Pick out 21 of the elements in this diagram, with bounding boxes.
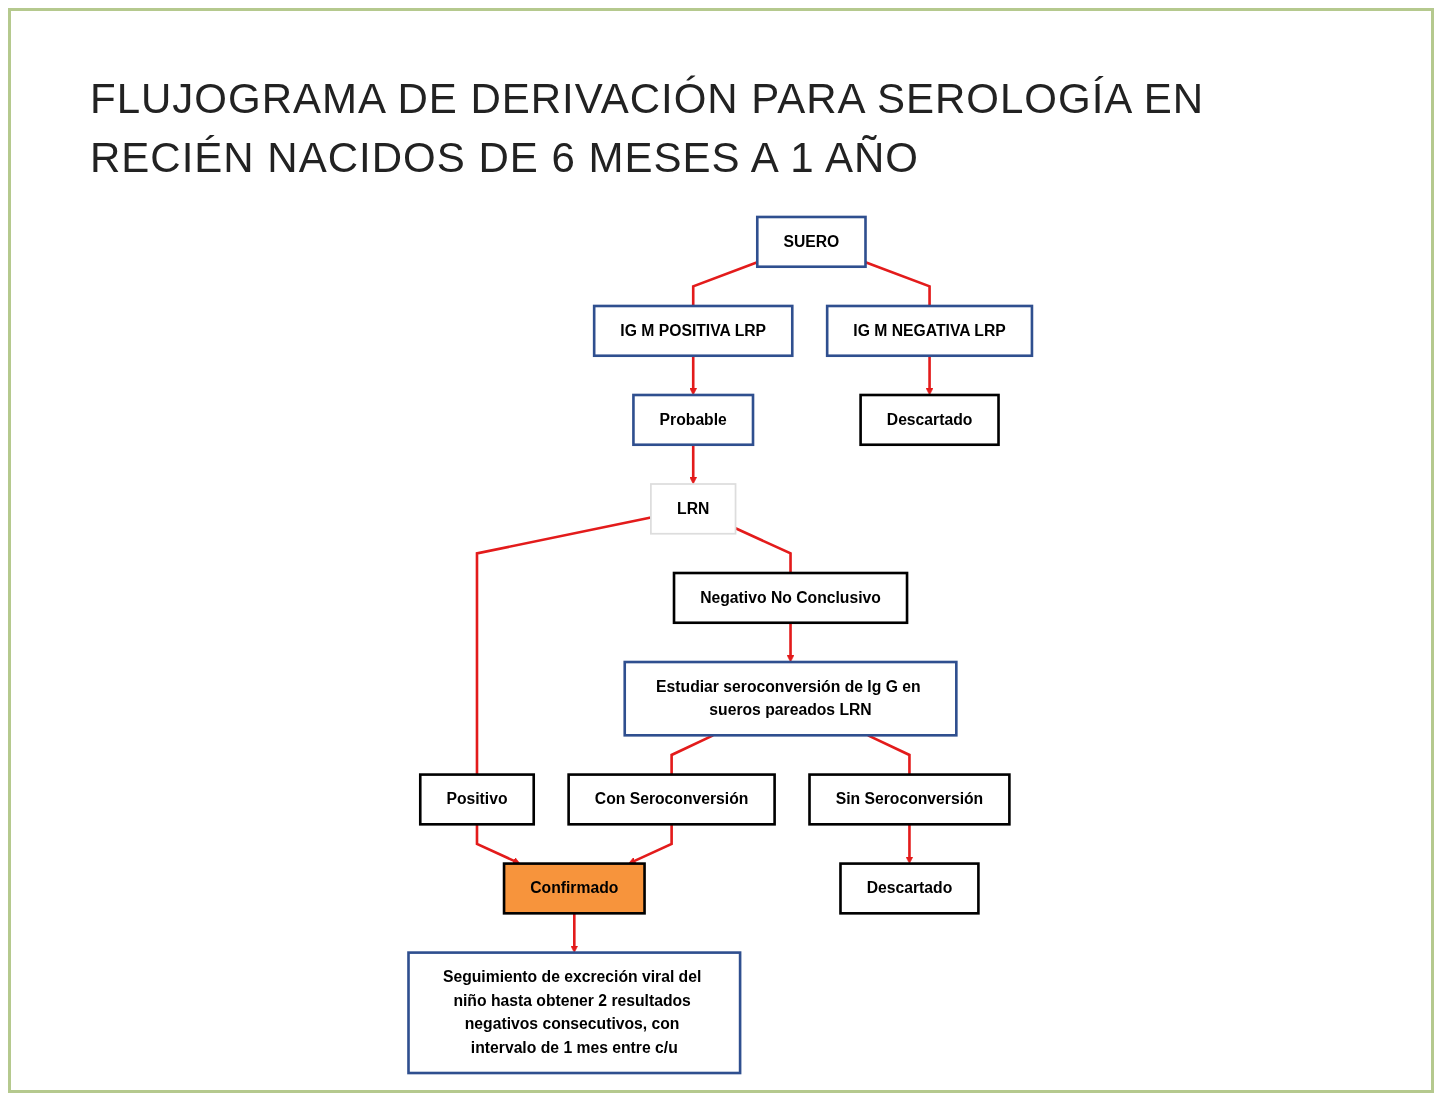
node-box: LRN — [649, 483, 737, 535]
node-box: Descartado — [838, 862, 980, 915]
connector — [475, 516, 651, 775]
node-box: Seguimiento de excreción viral del niño hasta obtener 2 resultados negativos consecutivos, con intervalo de 1 mes entre c/u — [406, 951, 742, 1075]
node-box: Confirmado — [502, 862, 646, 915]
node-box: IG M NEGATIVA LRP — [825, 304, 1034, 358]
arrow — [689, 444, 697, 485]
node-box: Positivo — [418, 773, 535, 826]
connector — [691, 261, 758, 306]
node-box: Negativo No Conclusivo — [672, 571, 909, 625]
node-box: IG M POSITIVA LRP — [592, 304, 794, 358]
title: FLUJOGRAMA DE DERIVACIÓN PARA SEROLOGÍA EN RECIÉN NACIDOS DE 6 MESES A 1 AÑO — [90, 74, 1206, 183]
arrow — [905, 824, 914, 864]
arrow — [786, 622, 795, 663]
node-box: Con Seroconversión — [567, 773, 776, 826]
node-box: Descartado — [859, 393, 1000, 447]
node-box: SUERO — [755, 215, 867, 269]
node-box: Probable — [631, 393, 755, 447]
arrow — [570, 913, 578, 953]
node-box: Sin Seroconversión — [807, 773, 1011, 826]
node-box: Estudiar seroconversión de Ig G en sueros pareados LRN — [623, 660, 958, 737]
